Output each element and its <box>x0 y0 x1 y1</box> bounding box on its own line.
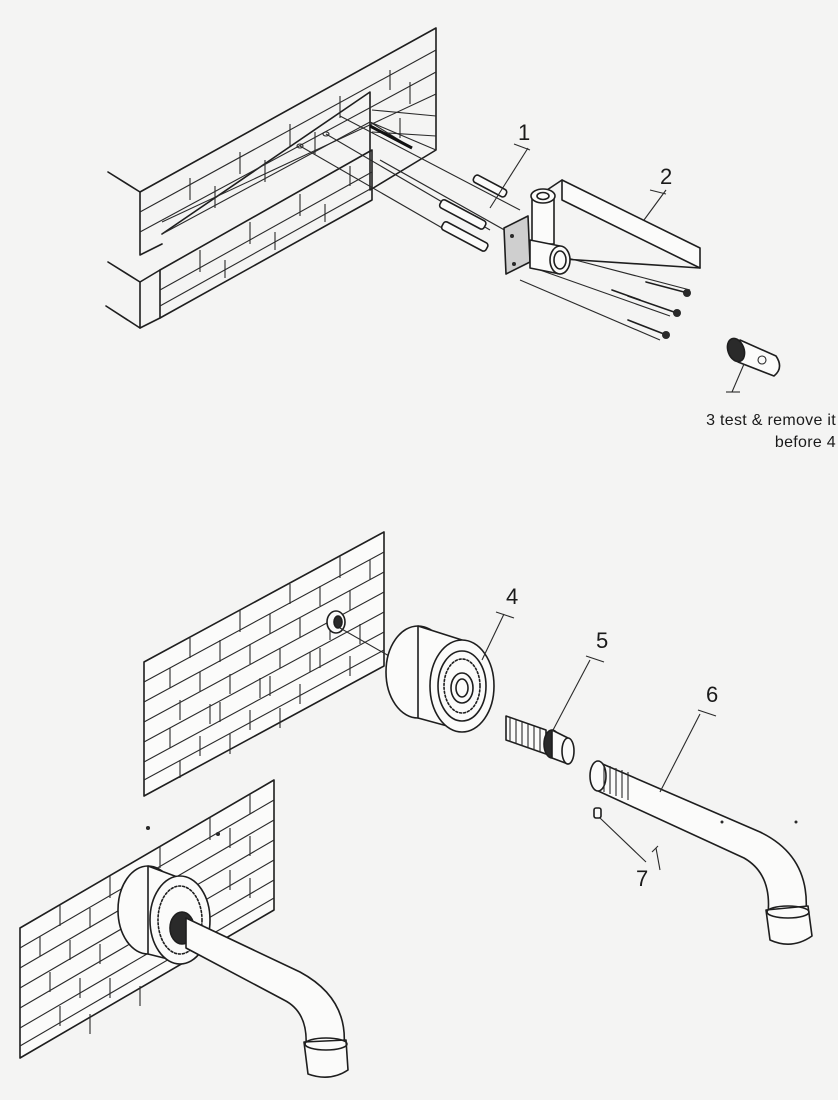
bottom-assembled-wall <box>19 779 349 1078</box>
top-leaders: 1 2 <box>489 120 672 221</box>
note-line-1: 3 test & remove it <box>706 412 836 429</box>
threaded-adapter <box>505 715 575 765</box>
spout <box>589 760 813 945</box>
wall-plugs <box>438 174 508 252</box>
set-screw <box>593 807 661 871</box>
wall-flange <box>385 625 495 733</box>
step-label-2: 2 <box>660 164 672 189</box>
test-plug <box>726 337 781 393</box>
note-line-2: before 4 <box>774 434 836 451</box>
top-brick-wall <box>105 27 437 329</box>
middle-brick-wall <box>143 531 411 797</box>
test-instruction-note: 3 test & remove it before 4 <box>612 410 836 454</box>
step-label-4: 4 <box>506 584 518 609</box>
step-label-5: 5 <box>596 628 608 653</box>
step-label-7: 7 <box>636 866 648 891</box>
step-label-1: 1 <box>518 120 530 145</box>
step-label-6: 6 <box>706 682 718 707</box>
screws <box>611 281 691 339</box>
in-wall-body <box>503 179 701 275</box>
middle-leaders: 4 5 6 7 <box>481 584 718 891</box>
